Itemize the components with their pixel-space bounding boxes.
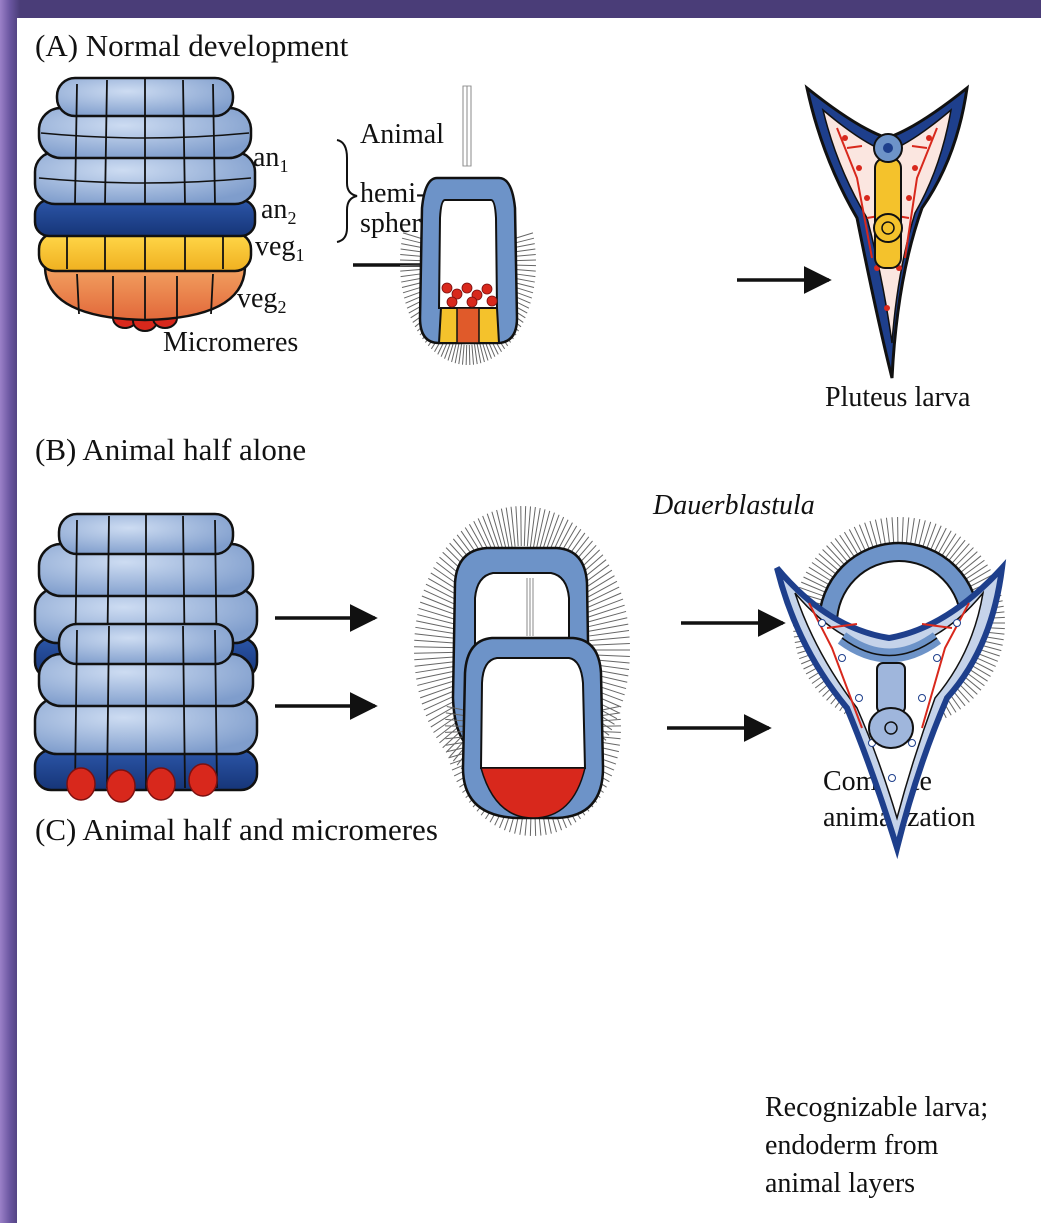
pluteus-larva [807, 88, 967, 378]
label-micromeres: Micromeres [163, 327, 298, 358]
label-pluteus-larva: Pluteus larva [825, 382, 971, 413]
brace-icon [337, 140, 357, 242]
label-hemi: hemi- [360, 178, 425, 209]
panel-a-title: (A) Normal development [35, 28, 349, 63]
label-animal-layers: animal layers [765, 1168, 915, 1199]
figure-svg: (A) Normal development an1 an2 veg1 veg2… [17, 18, 1041, 1223]
panel-c-title: (C) Animal half and micromeres [35, 812, 438, 847]
label-veg1: veg1 [255, 231, 304, 265]
figure-panel: (A) Normal development an1 an2 veg1 veg2… [17, 18, 1041, 1223]
panel-c-animal-half [35, 624, 257, 790]
panel-a-embryo [35, 78, 255, 331]
label-veg2: veg2 [237, 283, 286, 317]
label-endoderm-from: endoderm from [765, 1130, 939, 1161]
label-recognizable-larva: Recognizable larva; [765, 1092, 988, 1123]
label-animal: Animal [360, 119, 444, 150]
label-an2: an2 [261, 194, 296, 228]
panel-b-title: (B) Animal half alone [35, 432, 306, 467]
label-an1: an1 [253, 142, 288, 176]
label-dauerblastula: Dauerblastula [652, 490, 815, 521]
